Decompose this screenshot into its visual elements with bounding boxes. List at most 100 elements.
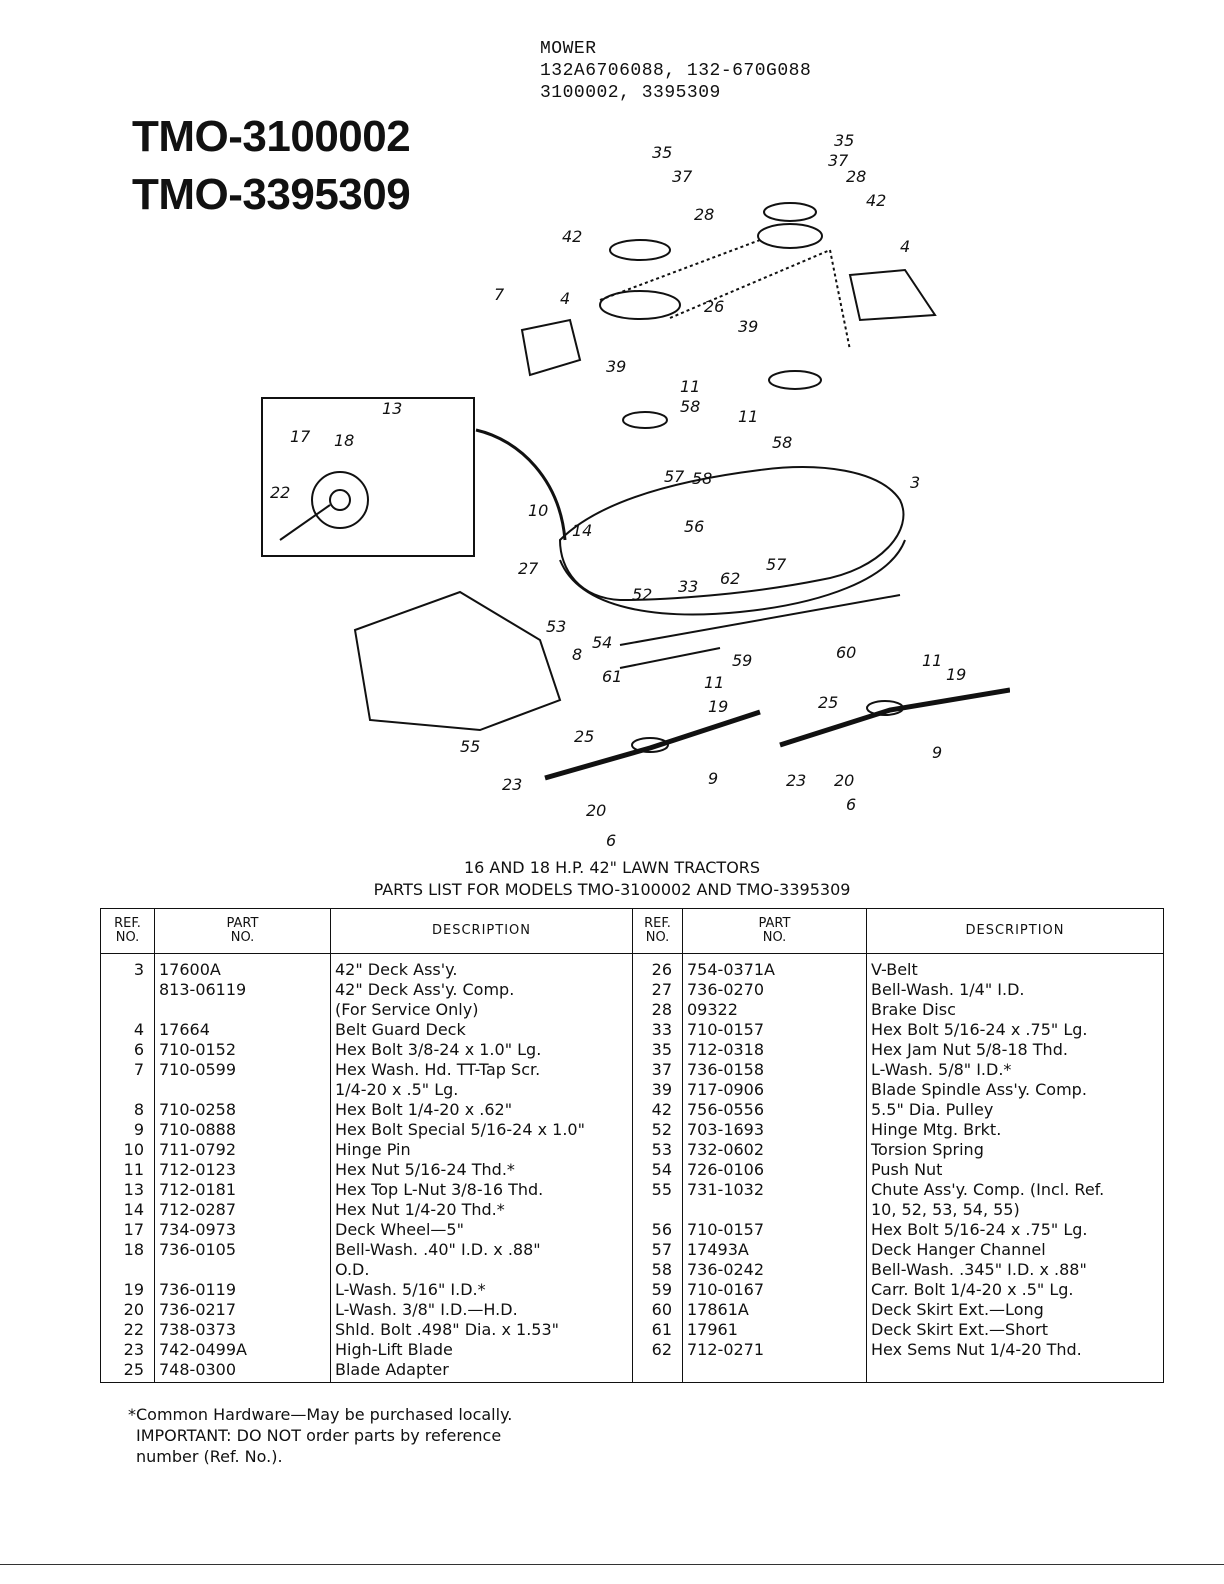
right-part-cell: 754-0371A bbox=[682, 953, 867, 980]
callout-55: 55 bbox=[460, 737, 480, 756]
left-ref-cell: 22 bbox=[100, 1320, 155, 1340]
right-desc-cell: Hex Jam Nut 5/8-18 Thd. bbox=[866, 1040, 1164, 1060]
callout-35: 35 bbox=[834, 131, 854, 150]
left-desc-cell: Hex Wash. Hd. TT-Tap Scr. bbox=[330, 1060, 633, 1080]
pulley-left bbox=[599, 290, 681, 320]
blade-adapter-left bbox=[631, 737, 669, 753]
right-desc-cell: Deck Skirt Ext.—Short bbox=[866, 1320, 1164, 1340]
left-desc-cell: Belt Guard Deck bbox=[330, 1020, 633, 1040]
right-part-cell bbox=[682, 1200, 867, 1220]
callout-17: 17 bbox=[290, 427, 311, 446]
callout-52: 52 bbox=[632, 585, 652, 604]
callout-4: 4 bbox=[900, 237, 910, 256]
right-ref-cell: 52 bbox=[632, 1120, 683, 1140]
callout-7: 7 bbox=[494, 285, 505, 304]
footnote-important-cont: number (Ref. No.). bbox=[136, 1447, 283, 1466]
callout-19: 19 bbox=[946, 665, 966, 684]
callout-57: 57 bbox=[766, 555, 787, 574]
deck-skirt-short bbox=[619, 647, 721, 669]
left-ref-cell: 10 bbox=[100, 1140, 155, 1160]
pulley-right bbox=[757, 223, 823, 249]
left-part-cell: 712-0181 bbox=[154, 1180, 331, 1200]
left-part-cell: 710-0152 bbox=[154, 1040, 331, 1060]
callout-20: 20 bbox=[586, 801, 606, 820]
callout-9: 9 bbox=[932, 743, 942, 762]
left-ref-cell: 23 bbox=[100, 1340, 155, 1360]
right-ref-cell: 55 bbox=[632, 1180, 683, 1200]
callout-20: 20 bbox=[834, 771, 854, 790]
right-ref-cell: 54 bbox=[632, 1160, 683, 1180]
exploded-parts-diagram: 35 37 28 42 35 37 28 42 4 7 4 26 39 39 1… bbox=[230, 120, 1011, 850]
left-part-cell: 712-0123 bbox=[154, 1160, 331, 1180]
left-part-cell bbox=[154, 1260, 331, 1280]
left-desc-cell: 42" Deck Ass'y. bbox=[330, 953, 633, 980]
left-part-cell: 736-0105 bbox=[154, 1240, 331, 1260]
callout-3: 3 bbox=[910, 473, 920, 492]
right-part-cell: 712-0318 bbox=[682, 1040, 867, 1060]
right-part-cell bbox=[682, 1360, 867, 1383]
right-part-cell: 736-0158 bbox=[682, 1060, 867, 1080]
callout-18: 18 bbox=[334, 431, 354, 450]
right-ref-cell: 57 bbox=[632, 1240, 683, 1260]
right-ref-cell: 62 bbox=[632, 1340, 683, 1360]
right-part-cell: 17961 bbox=[682, 1320, 867, 1340]
right-part-cell: 717-0906 bbox=[682, 1080, 867, 1100]
right-desc-cell: Bell-Wash. 1/4" I.D. bbox=[866, 980, 1164, 1000]
right-part-cell: 710-0157 bbox=[682, 1220, 867, 1240]
right-ref-cell: 26 bbox=[632, 953, 683, 980]
inset-box bbox=[261, 397, 475, 557]
callout-23: 23 bbox=[786, 771, 806, 790]
brake-disc-left bbox=[609, 239, 671, 261]
callout-61: 61 bbox=[602, 667, 622, 686]
deck-housing bbox=[558, 466, 905, 602]
callout-37: 37 bbox=[672, 167, 693, 186]
bottom-rule bbox=[0, 1564, 1224, 1565]
right-desc-cell: V-Belt bbox=[866, 953, 1164, 980]
callout-19: 19 bbox=[708, 697, 728, 716]
left-desc-cell: Hex Bolt Special 5/16-24 x 1.0" bbox=[330, 1120, 633, 1140]
left-ref-cell: 11 bbox=[100, 1160, 155, 1180]
header-part-numbers-1: 132A6706088, 132-670G088 bbox=[540, 61, 812, 81]
left-ref-cell bbox=[100, 980, 155, 1000]
callout-11: 11 bbox=[922, 651, 942, 670]
right-desc-cell: Hex Bolt 5/16-24 x .75" Lg. bbox=[866, 1220, 1164, 1240]
left-desc-cell: Hex Top L-Nut 3/8-16 Thd. bbox=[330, 1180, 633, 1200]
right-ref-cell: 28 bbox=[632, 1000, 683, 1020]
callout-26: 26 bbox=[704, 297, 724, 316]
callout-27: 27 bbox=[518, 559, 539, 578]
left-part-cell: 711-0792 bbox=[154, 1140, 331, 1160]
header-description-2: DESCRIPTION bbox=[866, 908, 1164, 954]
brake-disc-right bbox=[763, 202, 817, 222]
callout-54: 54 bbox=[592, 633, 612, 652]
right-part-cell: 710-0157 bbox=[682, 1020, 867, 1040]
callout-56: 56 bbox=[684, 517, 704, 536]
blade-right bbox=[779, 687, 1011, 748]
callout-25: 25 bbox=[574, 727, 594, 746]
blade-adapter-right bbox=[866, 700, 904, 716]
right-ref-cell: 60 bbox=[632, 1300, 683, 1320]
discharge-chute bbox=[353, 590, 562, 732]
callout-62: 62 bbox=[720, 569, 740, 588]
callout-57: 57 bbox=[664, 467, 685, 486]
footnote: *Common Hardware—May be purchased locall… bbox=[128, 1404, 512, 1467]
right-part-cell: 756-0556 bbox=[682, 1100, 867, 1120]
left-desc-cell: Hex Nut 1/4-20 Thd.* bbox=[330, 1200, 633, 1220]
right-ref-cell: 58 bbox=[632, 1260, 683, 1280]
callout-58: 58 bbox=[680, 397, 700, 416]
right-ref-cell: 42 bbox=[632, 1100, 683, 1120]
right-part-cell: 17493A bbox=[682, 1240, 867, 1260]
left-part-cell: 736-0119 bbox=[154, 1280, 331, 1300]
left-desc-cell: L-Wash. 3/8" I.D.—H.D. bbox=[330, 1300, 633, 1320]
belt-guard-left bbox=[520, 318, 582, 377]
